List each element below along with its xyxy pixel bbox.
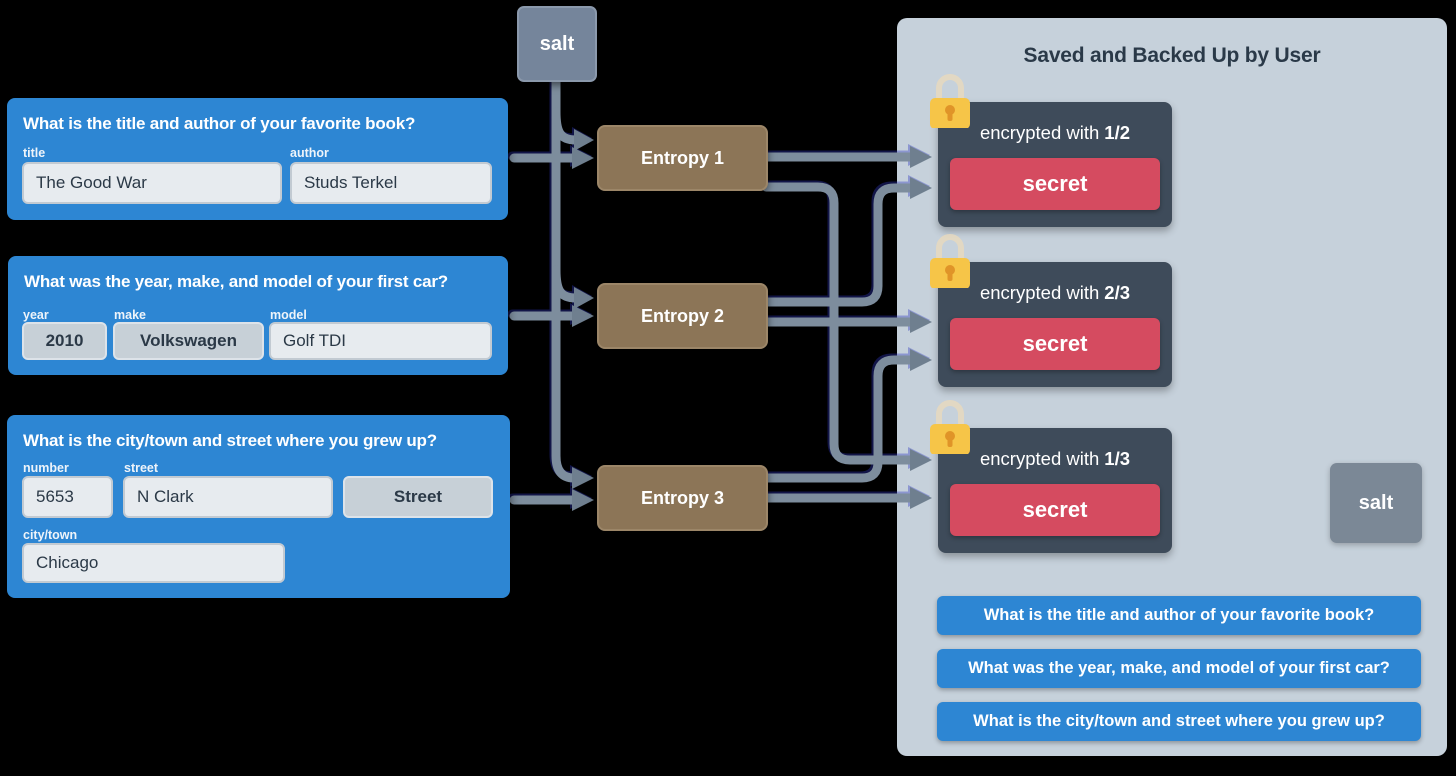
card-question: What is the city/town and street where y… (23, 431, 437, 450)
entropy-3-node: Entropy 3 (597, 465, 768, 531)
arrow-salt-branch-entropy2 (551, 265, 594, 309)
field-label-number: number (23, 461, 69, 475)
card-question: What is the title and author of your fav… (23, 114, 416, 133)
entropy-label: Entropy 3 (640, 487, 724, 508)
secret-button[interactable]: secret (950, 318, 1160, 370)
model-input[interactable]: Golf TDI (269, 322, 492, 360)
arrow-card2-to-entropy2 (509, 305, 594, 327)
field-label-model: model (270, 308, 307, 322)
question-card-address: What is the city/town and street where y… (7, 415, 510, 598)
saved-question-book[interactable]: What is the title and author of your fav… (937, 596, 1421, 635)
question-card-car: What was the year, make, and model of yo… (8, 256, 508, 375)
number-input[interactable]: 5653 (22, 476, 113, 518)
arrow-salt-branch-entropy1 (551, 107, 594, 151)
field-label-street: street (124, 461, 159, 475)
encrypted-prefix: encrypted with (979, 122, 1100, 143)
salt-label: salt (1358, 491, 1394, 514)
field-label-title: title (23, 146, 46, 160)
entropy-combo: 1/3 (1104, 448, 1130, 469)
encrypted-prefix: encrypted with (979, 282, 1100, 303)
entropy-2-node: Entropy 2 (597, 283, 768, 349)
card-question: What was the year, make, and model of yo… (24, 272, 448, 291)
city-input[interactable]: Chicago (22, 543, 285, 583)
arrow-card1-to-entropy1 (509, 147, 594, 169)
secret-button[interactable]: secret (950, 158, 1160, 210)
arrow-salt-to-entropy3 (551, 77, 594, 489)
question-card-book: What is the title and author of your fav… (7, 98, 508, 220)
panel-title: Saved and Backed Up by User (1023, 44, 1321, 67)
entropy-label: Entropy 2 (640, 305, 724, 326)
entropy-1-node: Entropy 1 (597, 125, 768, 191)
secret-button[interactable]: secret (950, 484, 1160, 536)
salt-node: salt (517, 6, 597, 82)
saved-question-car[interactable]: What was the year, make, and model of yo… (937, 649, 1421, 688)
saved-question-address[interactable]: What is the city/town and street where y… (937, 702, 1421, 741)
entropy-combo: 2/3 (1104, 282, 1130, 303)
year-select[interactable]: 2010 (22, 322, 107, 360)
make-select[interactable]: Volkswagen (113, 322, 264, 360)
title-input[interactable]: The Good War (22, 162, 282, 204)
padlock-icon (930, 74, 970, 128)
author-input[interactable]: Studs Terkel (290, 162, 492, 204)
field-label-make: make (114, 308, 146, 322)
salt-node-saved: salt (1330, 463, 1422, 543)
street-type-select[interactable]: Street (343, 476, 493, 518)
entropy-combo: 1/2 (1104, 122, 1130, 143)
arrow-card3-to-entropy3 (509, 489, 594, 511)
field-label-city: city/town (23, 528, 78, 542)
field-label-author: author (290, 146, 329, 160)
saved-backup-panel: Saved and Backed Up by User encrypted wi… (897, 18, 1447, 756)
padlock-icon (930, 400, 970, 454)
entropy-label: Entropy 1 (640, 147, 724, 168)
street-input[interactable]: N Clark (123, 476, 333, 518)
padlock-icon (930, 234, 970, 288)
salt-label: salt (539, 32, 575, 55)
encrypted-prefix: encrypted with (979, 448, 1100, 469)
field-label-year: year (23, 308, 49, 322)
